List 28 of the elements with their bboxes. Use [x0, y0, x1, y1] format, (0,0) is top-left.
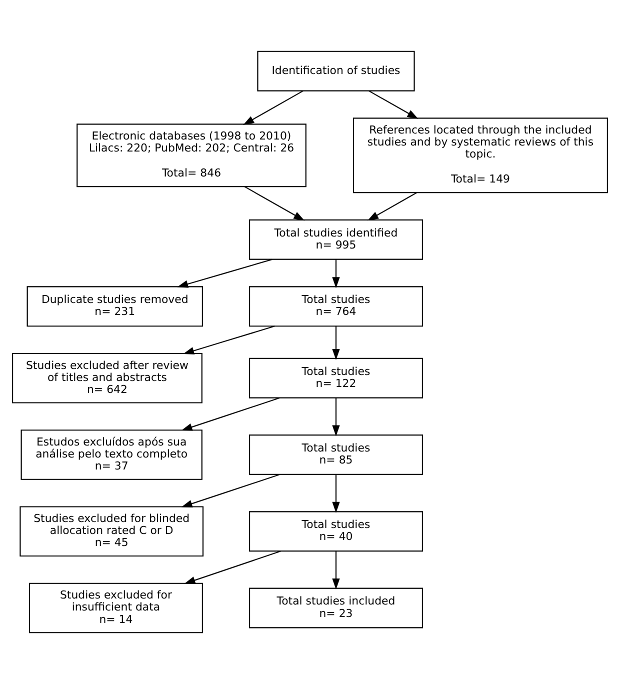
arrow: [243, 90, 304, 124]
node-box: Electronic databases (1998 to 2010) Lilacs: 220; PubMed: 202; Central: 26 Total= 846: [76, 123, 306, 187]
arrow: [181, 474, 280, 507]
arrow: [181, 396, 280, 430]
node-box: Total studies n= 85: [248, 434, 424, 474]
node-box: Duplicate studies removed n= 231: [26, 286, 203, 326]
node-box: Total studies identified n= 995: [248, 218, 424, 260]
arrow: [332, 398, 340, 436]
node-box: Identification of studies: [257, 50, 415, 91]
arrow: [244, 186, 305, 220]
node-box: Total studies n= 40: [248, 510, 424, 552]
arrow: [332, 258, 340, 288]
node-box: Studies excluded for insufficient data n= 14: [28, 582, 203, 633]
node-box: Studies excluded after review of titles and abstracts n= 642: [12, 352, 202, 403]
node-box: Total studies n= 764: [248, 286, 424, 326]
arrow: [368, 192, 417, 220]
arrow: [177, 258, 272, 288]
node-box: Total studies n= 122: [248, 357, 424, 398]
node-box: References located through the included studies and by systematic reviews of this topic. Total= 149: [352, 117, 608, 193]
node-box: Estudos excluídos após sua análise pelo texto completo n= 37: [20, 429, 202, 480]
arrow: [183, 325, 275, 354]
node-box: Total studies included n= 23: [248, 587, 424, 628]
node-box: Studies excluded for blinded allocation rated C or D n= 45: [20, 506, 204, 556]
arrow: [368, 90, 418, 118]
arrow: [332, 474, 340, 512]
arrow: [184, 550, 281, 584]
arrow: [332, 550, 340, 590]
arrow: [332, 326, 340, 360]
